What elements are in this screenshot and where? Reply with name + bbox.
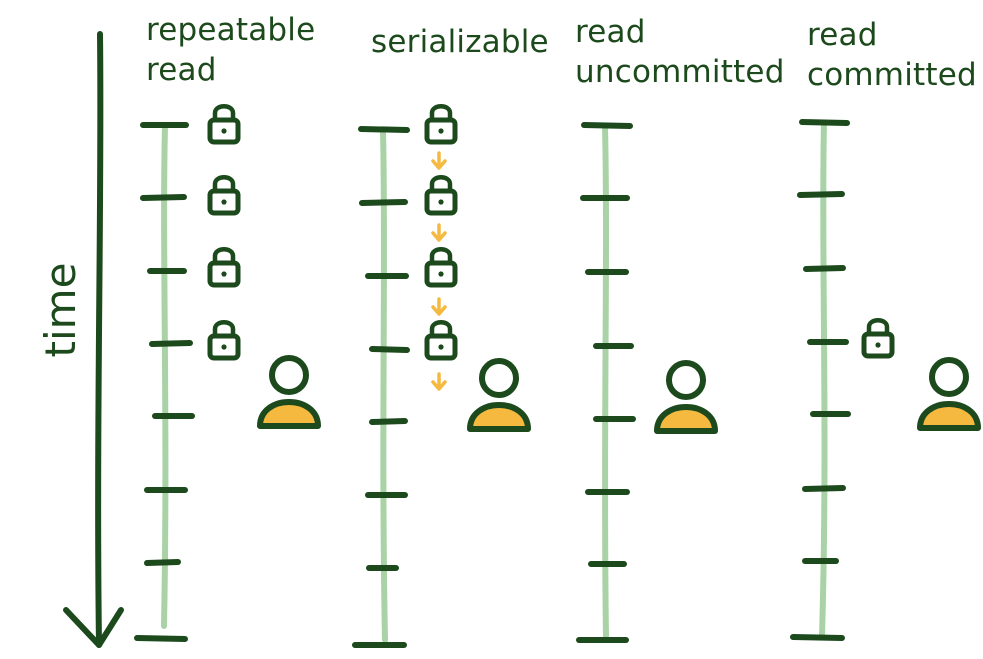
- column-title-line: read: [575, 14, 646, 50]
- column-title-serializable: serializable: [371, 22, 549, 62]
- column-title-read-committed: read committed: [807, 15, 977, 95]
- column-title-repeatable-read: repeatable read: [146, 10, 315, 90]
- column-title-line: committed: [807, 57, 977, 93]
- column-read-committed: [790, 119, 978, 641]
- column-title-line: repeatable: [146, 12, 316, 48]
- lock-icon: [427, 106, 455, 142]
- user-icon: [657, 363, 715, 431]
- arrow-down-icon: [431, 372, 447, 391]
- column-title-line: read: [146, 52, 217, 88]
- time-axis: [63, 31, 124, 648]
- lock-icon: [210, 249, 238, 285]
- timeline-rail: [819, 120, 828, 639]
- timeline-ticks: [790, 119, 851, 641]
- arrow-down-icon: [431, 297, 447, 316]
- timeline-ticks: [134, 122, 195, 642]
- arrow-down-icon: [431, 151, 447, 170]
- lock-icon: [210, 106, 238, 142]
- lock-icon: [864, 320, 892, 356]
- lock-icon: [427, 249, 455, 285]
- lock-icon: [210, 177, 238, 213]
- lock-icon: [210, 322, 238, 358]
- column-repeatable-read: [134, 106, 318, 642]
- column-title-line: uncommitted: [575, 54, 785, 90]
- lock-icon: [427, 322, 455, 358]
- column-read-uncommitted: [576, 122, 715, 643]
- timeline-ticks: [576, 122, 636, 643]
- column-title-line: serializable: [371, 24, 549, 60]
- timeline-ticks: [352, 126, 410, 648]
- column-serializable: [352, 106, 528, 648]
- user-icon: [920, 360, 978, 428]
- lock-icon: [427, 177, 455, 213]
- timeline-rail: [602, 123, 609, 639]
- arrow-down-icon: [431, 223, 447, 242]
- timeline-rail: [380, 127, 388, 643]
- time-axis-label: time: [36, 262, 85, 358]
- timeline-rail: [161, 123, 169, 629]
- column-title-read-uncommitted: read uncommitted: [575, 12, 785, 92]
- column-title-line: read: [807, 17, 878, 53]
- user-icon: [470, 361, 528, 429]
- user-icon: [260, 358, 318, 426]
